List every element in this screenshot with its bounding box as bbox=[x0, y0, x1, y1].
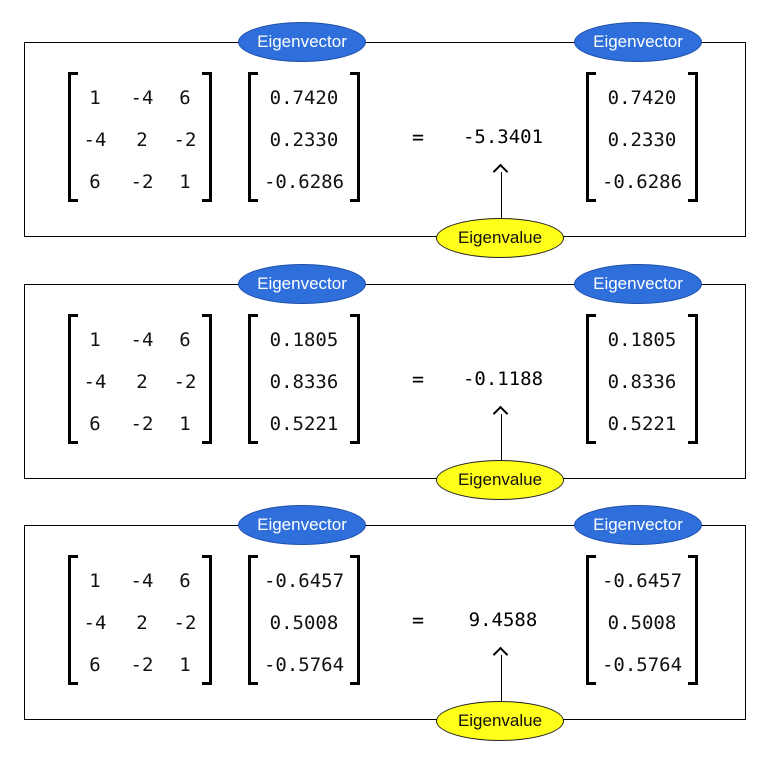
eigenvector-entry: 0.2330 bbox=[269, 129, 339, 151]
matrix-cell: -4 bbox=[130, 570, 154, 592]
matrix-cell: 6 bbox=[179, 87, 191, 109]
matrix-cell: -4 bbox=[130, 87, 154, 109]
eigenvector-entry: 0.7420 bbox=[269, 87, 339, 109]
vector-left-bracket bbox=[586, 555, 596, 685]
eigenvector-entry: 0.7420 bbox=[607, 87, 677, 109]
matrix-cell: -2 bbox=[130, 171, 154, 193]
eigenvector-entry: 0.5221 bbox=[607, 413, 677, 435]
vector-left-bracket bbox=[586, 72, 596, 202]
eigenvalue-value: -0.1188 bbox=[462, 368, 544, 390]
matrix-cell: -2 bbox=[173, 129, 197, 151]
matrix-cell: 2 bbox=[136, 129, 148, 151]
matrix-cell: -2 bbox=[173, 612, 197, 634]
equals-sign: = bbox=[411, 367, 425, 391]
matrix-cell: -2 bbox=[130, 413, 154, 435]
vector-right-bracket bbox=[688, 314, 698, 444]
matrix-cell: -2 bbox=[173, 371, 197, 393]
eigenvector-entry: -0.5764 bbox=[263, 654, 345, 676]
eigenvector-entry: 0.2330 bbox=[607, 129, 677, 151]
matrix-cell: 6 bbox=[89, 654, 101, 676]
matrix-cell: 6 bbox=[89, 171, 101, 193]
eigenvector-badge: Eigenvector bbox=[574, 505, 702, 545]
matrix-cell: -4 bbox=[83, 371, 107, 393]
vector-right-bracket bbox=[350, 555, 360, 685]
arrow-shaft bbox=[501, 414, 502, 468]
eigenvalue-badge: Eigenvalue bbox=[436, 460, 564, 500]
equation-panel-2: 1 -4 6 -4 2 -2 6 -2 1 0.1805 0.8336 0.52… bbox=[0, 242, 763, 500]
vector-left-bracket bbox=[586, 314, 596, 444]
arrow-shaft bbox=[501, 172, 502, 226]
matrix-cell: 6 bbox=[179, 570, 191, 592]
matrix-cell: 2 bbox=[136, 371, 148, 393]
equals-sign: = bbox=[411, 125, 425, 149]
panel-frame bbox=[24, 284, 746, 479]
eigenvector-entry: 0.5008 bbox=[607, 612, 677, 634]
eigenvector-entry: 0.5008 bbox=[269, 612, 339, 634]
matrix-cell: 2 bbox=[136, 612, 148, 634]
eigenvector-entry: 0.8336 bbox=[607, 371, 677, 393]
matrix-right-bracket bbox=[202, 314, 212, 444]
matrix-cell: 1 bbox=[89, 570, 101, 592]
eigenvector-entry: -0.6286 bbox=[263, 171, 345, 193]
matrix-right-bracket bbox=[202, 555, 212, 685]
equation-panel-3: 1 -4 6 -4 2 -2 6 -2 1 -0.6457 0.5008 -0.… bbox=[0, 483, 763, 741]
eigenvector-entry: -0.6286 bbox=[601, 171, 683, 193]
matrix-right-bracket bbox=[202, 72, 212, 202]
eigenvector-entry: 0.1805 bbox=[269, 329, 339, 351]
matrix-cell: 1 bbox=[89, 87, 101, 109]
eigenvector-entry: 0.8336 bbox=[269, 371, 339, 393]
eigenvector-badge: Eigenvector bbox=[574, 22, 702, 62]
equals-sign: = bbox=[411, 608, 425, 632]
eigenvector-badge: Eigenvector bbox=[238, 505, 366, 545]
vector-right-bracket bbox=[350, 72, 360, 202]
eigenvector-badge: Eigenvector bbox=[238, 264, 366, 304]
eigenvalue-value: -5.3401 bbox=[462, 126, 544, 148]
vector-left-bracket bbox=[248, 314, 258, 444]
matrix-cell: 1 bbox=[179, 413, 191, 435]
eigenvector-entry: 0.1805 bbox=[607, 329, 677, 351]
matrix-left-bracket bbox=[68, 72, 78, 202]
matrix-cell: -4 bbox=[130, 329, 154, 351]
matrix-cell: -4 bbox=[83, 612, 107, 634]
matrix-cell: -4 bbox=[83, 129, 107, 151]
panel-frame bbox=[24, 525, 746, 720]
vector-right-bracket bbox=[350, 314, 360, 444]
vector-right-bracket bbox=[688, 72, 698, 202]
equation-panel-1: 1 -4 6 -4 2 -2 6 -2 1 0.7420 0.2330 -0.6… bbox=[0, 0, 763, 258]
vector-left-bracket bbox=[248, 555, 258, 685]
matrix-cell: 1 bbox=[89, 329, 101, 351]
eigenvalue-value: 9.4588 bbox=[468, 609, 538, 631]
matrix-cell: 6 bbox=[89, 413, 101, 435]
eigenvector-entry: -0.6457 bbox=[601, 570, 683, 592]
matrix-cell: 1 bbox=[179, 171, 191, 193]
matrix-cell: -2 bbox=[130, 654, 154, 676]
matrix-left-bracket bbox=[68, 314, 78, 444]
arrow-shaft bbox=[501, 655, 502, 709]
eigenvector-badge: Eigenvector bbox=[238, 22, 366, 62]
matrix-cell: 1 bbox=[179, 654, 191, 676]
vector-left-bracket bbox=[248, 72, 258, 202]
panel-frame bbox=[24, 42, 746, 237]
matrix-cell: 6 bbox=[179, 329, 191, 351]
eigenvector-entry: -0.6457 bbox=[263, 570, 345, 592]
vector-right-bracket bbox=[688, 555, 698, 685]
eigenvalue-badge: Eigenvalue bbox=[436, 218, 564, 258]
eigenvector-badge: Eigenvector bbox=[574, 264, 702, 304]
eigenvalue-badge: Eigenvalue bbox=[436, 701, 564, 741]
eigenvector-entry: -0.5764 bbox=[601, 654, 683, 676]
eigenvector-entry: 0.5221 bbox=[269, 413, 339, 435]
matrix-left-bracket bbox=[68, 555, 78, 685]
